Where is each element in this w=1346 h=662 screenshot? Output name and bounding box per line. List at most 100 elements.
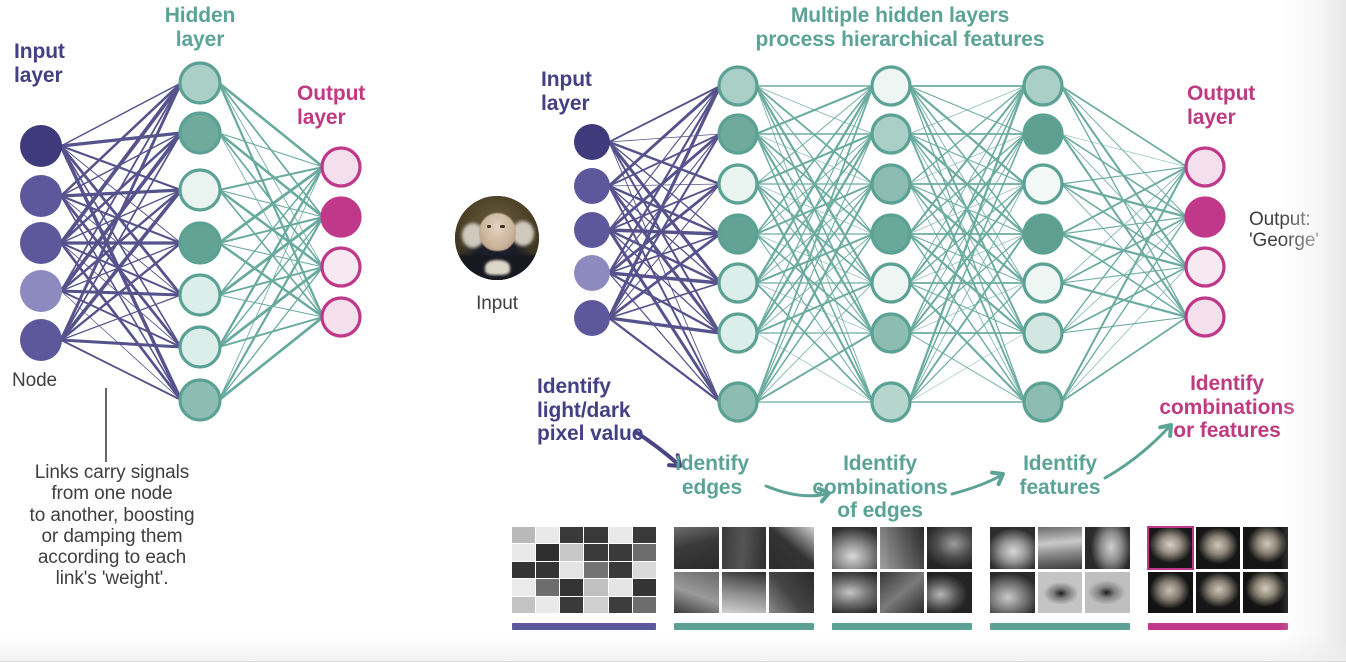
arrow-head-combinations-to-features xyxy=(990,470,1005,487)
feature-strip-bar xyxy=(832,623,972,630)
link xyxy=(607,132,722,232)
link xyxy=(217,81,325,169)
link xyxy=(59,144,183,192)
left-hidden-node xyxy=(178,378,222,422)
pixel-tile xyxy=(632,544,656,561)
right-hidden1-node xyxy=(717,312,759,354)
link xyxy=(1060,316,1188,403)
output-result-label: Output: 'George' xyxy=(1249,209,1319,252)
link xyxy=(1060,216,1188,334)
feature-tile xyxy=(1037,571,1083,613)
link xyxy=(908,183,1026,334)
feature-tile xyxy=(769,571,814,613)
left-input-node xyxy=(20,270,62,312)
right-input-node xyxy=(574,255,610,291)
right-hidden3-node xyxy=(1022,312,1064,354)
left-hidden-node xyxy=(178,168,222,212)
link xyxy=(1060,216,1188,235)
input-image-label: Input xyxy=(476,293,518,314)
link xyxy=(1059,165,1189,404)
link xyxy=(908,133,1026,403)
link xyxy=(755,85,874,185)
feature-tile xyxy=(832,571,877,613)
link xyxy=(218,166,324,296)
left-input-node xyxy=(20,319,62,361)
pixel-tile xyxy=(584,561,608,579)
feature-strip-bar xyxy=(512,623,656,630)
link xyxy=(218,166,324,191)
left-output-node xyxy=(320,246,362,288)
node-label: Node xyxy=(12,370,58,391)
link xyxy=(755,133,874,403)
right-hidden3-node xyxy=(1022,213,1064,255)
feature-strip-features xyxy=(990,527,1130,633)
link xyxy=(59,81,183,245)
left-input-layer-label: Input layer xyxy=(14,40,65,87)
arrow-combinations-to-features xyxy=(950,474,1002,496)
link xyxy=(607,228,722,285)
right-output-node xyxy=(1184,296,1226,338)
feature-strip-bar xyxy=(990,623,1130,630)
feature-strip-bar xyxy=(674,623,814,630)
link xyxy=(607,228,722,236)
link xyxy=(59,194,183,349)
feature-tile xyxy=(832,527,877,569)
link xyxy=(908,282,1026,403)
link xyxy=(59,188,183,342)
link xyxy=(217,215,325,402)
pixel-tile xyxy=(608,596,632,613)
left-output-node xyxy=(320,296,362,338)
feature-tile xyxy=(1037,527,1083,569)
feature-tile xyxy=(1147,526,1194,570)
link xyxy=(60,242,182,348)
link xyxy=(1060,266,1188,403)
pixel-tile xyxy=(608,527,632,544)
link xyxy=(1060,166,1188,334)
feature-tile xyxy=(927,571,972,613)
right-hidden3-node xyxy=(1022,381,1064,423)
pixel-tile xyxy=(632,561,656,579)
link xyxy=(59,338,183,349)
link xyxy=(608,141,721,235)
link xyxy=(607,232,722,320)
link xyxy=(608,185,721,403)
pixel-tile xyxy=(512,596,536,613)
stage-label-pixel-value: Identify light/dark pixel value xyxy=(537,375,644,446)
link xyxy=(218,316,324,348)
link xyxy=(218,266,324,401)
left-hidden-node xyxy=(178,221,222,265)
link xyxy=(60,195,182,401)
link xyxy=(607,140,722,335)
link xyxy=(608,133,721,187)
link xyxy=(607,316,722,404)
pixel-tile xyxy=(536,596,560,613)
feature-tile xyxy=(721,527,767,569)
feature-strip-edges xyxy=(674,527,814,633)
right-hidden2-node xyxy=(870,163,912,205)
link xyxy=(59,241,183,402)
feature-tile xyxy=(1085,527,1130,569)
link xyxy=(218,132,324,318)
link xyxy=(60,290,182,401)
link xyxy=(754,182,875,404)
link xyxy=(217,165,325,349)
link xyxy=(607,316,722,335)
link xyxy=(59,194,183,245)
pixel-tile xyxy=(512,527,536,544)
link xyxy=(908,85,1026,334)
link xyxy=(607,184,722,236)
link xyxy=(1060,266,1188,334)
link xyxy=(217,241,325,319)
link xyxy=(1060,166,1188,235)
right-output-node xyxy=(1184,146,1226,188)
pixel-tile xyxy=(584,544,608,561)
right-hidden2-node xyxy=(870,65,912,107)
right-input-node xyxy=(574,168,610,204)
pixel-tile xyxy=(512,544,536,561)
link xyxy=(908,85,1026,185)
stage-label-features: Identify features xyxy=(1019,452,1101,499)
link xyxy=(755,282,874,403)
right-hidden3-node xyxy=(1022,113,1064,155)
link xyxy=(755,85,874,403)
